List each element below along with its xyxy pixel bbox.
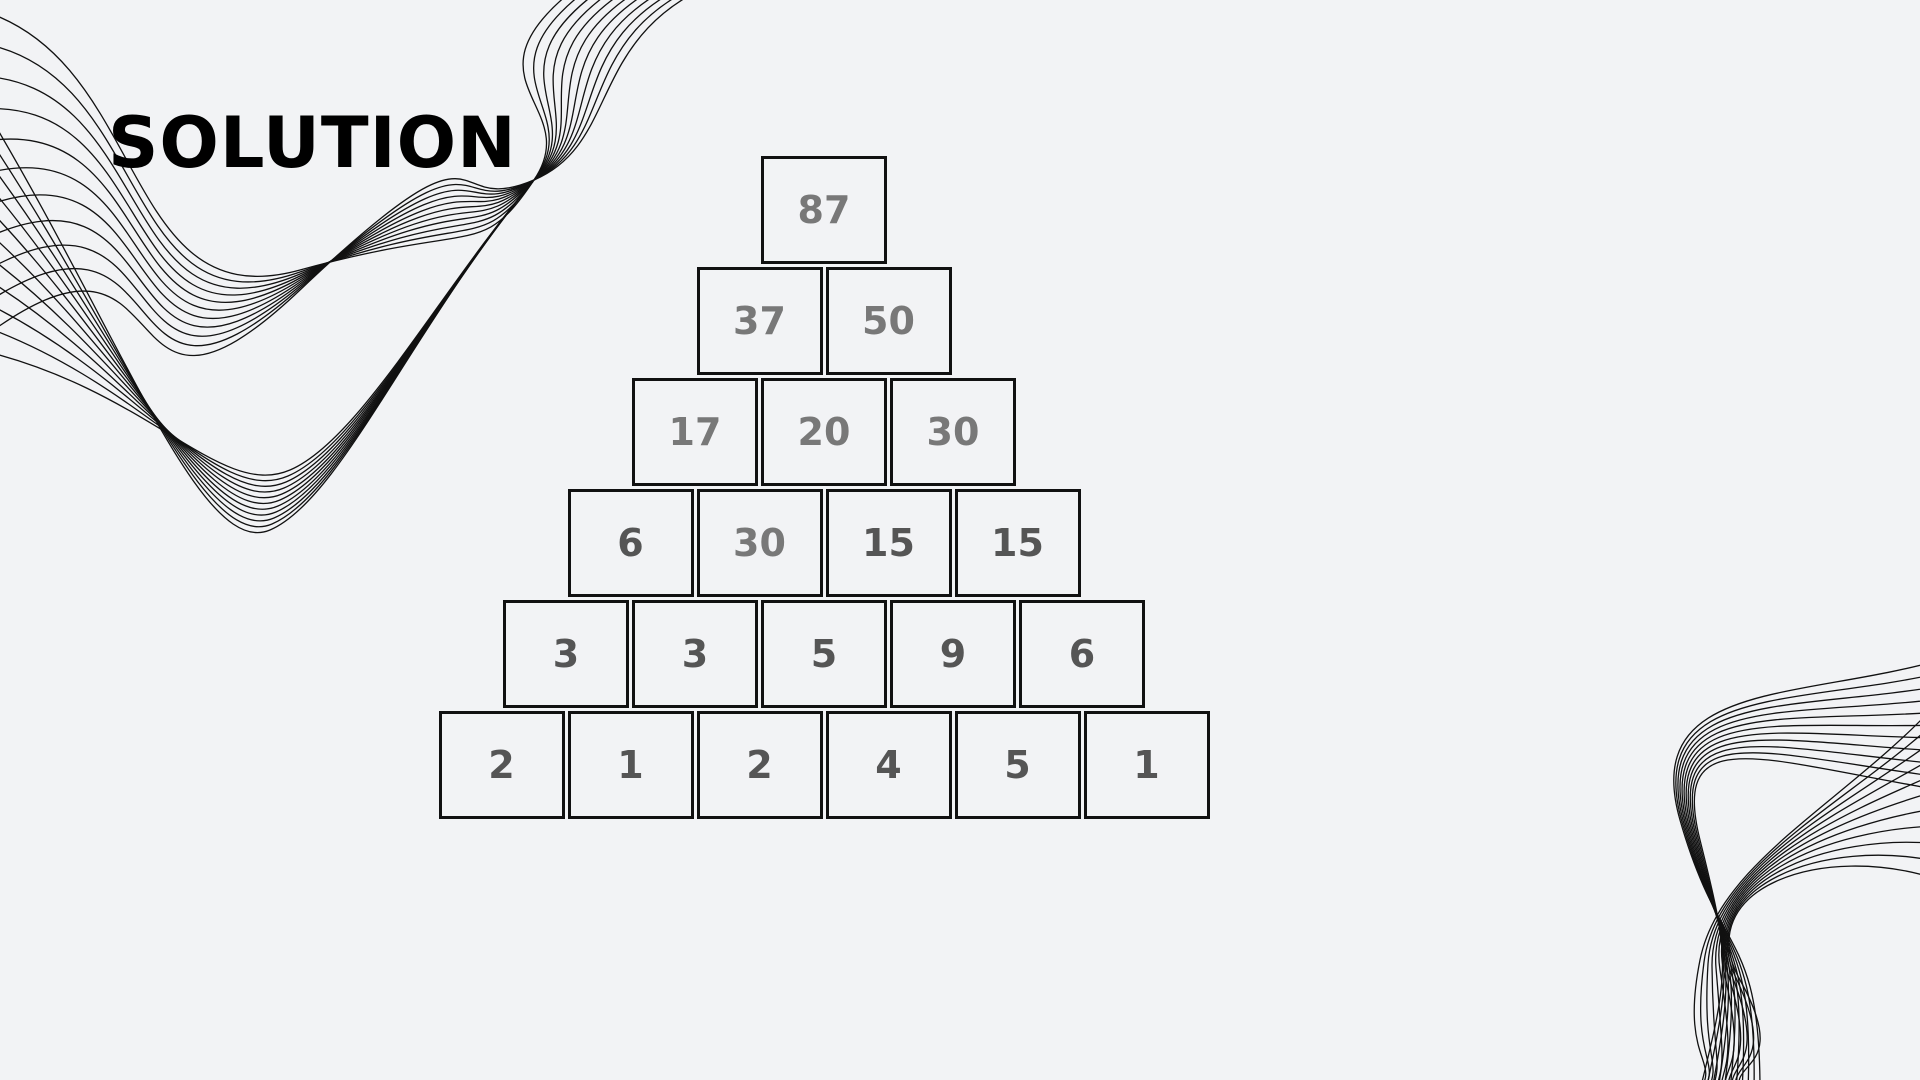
pyramid-cell: 9 bbox=[890, 600, 1016, 708]
pyramid-cell: 15 bbox=[825, 489, 952, 597]
pyramid-cell: 30 bbox=[890, 378, 1016, 486]
pyramid-cell: 6 bbox=[567, 489, 694, 597]
pyramid-cell: 20 bbox=[761, 378, 887, 486]
pyramid-cell: 87 bbox=[761, 156, 887, 264]
pyramid-cell: 3 bbox=[632, 600, 758, 708]
pyramid-cell: 2 bbox=[438, 711, 565, 819]
pyramid-cell: 17 bbox=[632, 378, 758, 486]
pyramid-cell: 1 bbox=[567, 711, 694, 819]
pyramid-cell: 4 bbox=[825, 711, 952, 819]
pyramid-cell: 5 bbox=[954, 711, 1081, 819]
pyramid-cell: 5 bbox=[761, 600, 887, 708]
pyramid-cell: 15 bbox=[954, 489, 1081, 597]
pyramid-cell: 30 bbox=[696, 489, 823, 597]
pyramid-cell: 3 bbox=[503, 600, 629, 708]
pyramid-cell: 2 bbox=[696, 711, 823, 819]
pyramid-cell: 50 bbox=[825, 267, 952, 375]
pyramid-cell: 37 bbox=[696, 267, 823, 375]
page-title: SOLUTION bbox=[108, 102, 517, 184]
pyramid-cell: 1 bbox=[1083, 711, 1210, 819]
pyramid-cell: 6 bbox=[1019, 600, 1145, 708]
